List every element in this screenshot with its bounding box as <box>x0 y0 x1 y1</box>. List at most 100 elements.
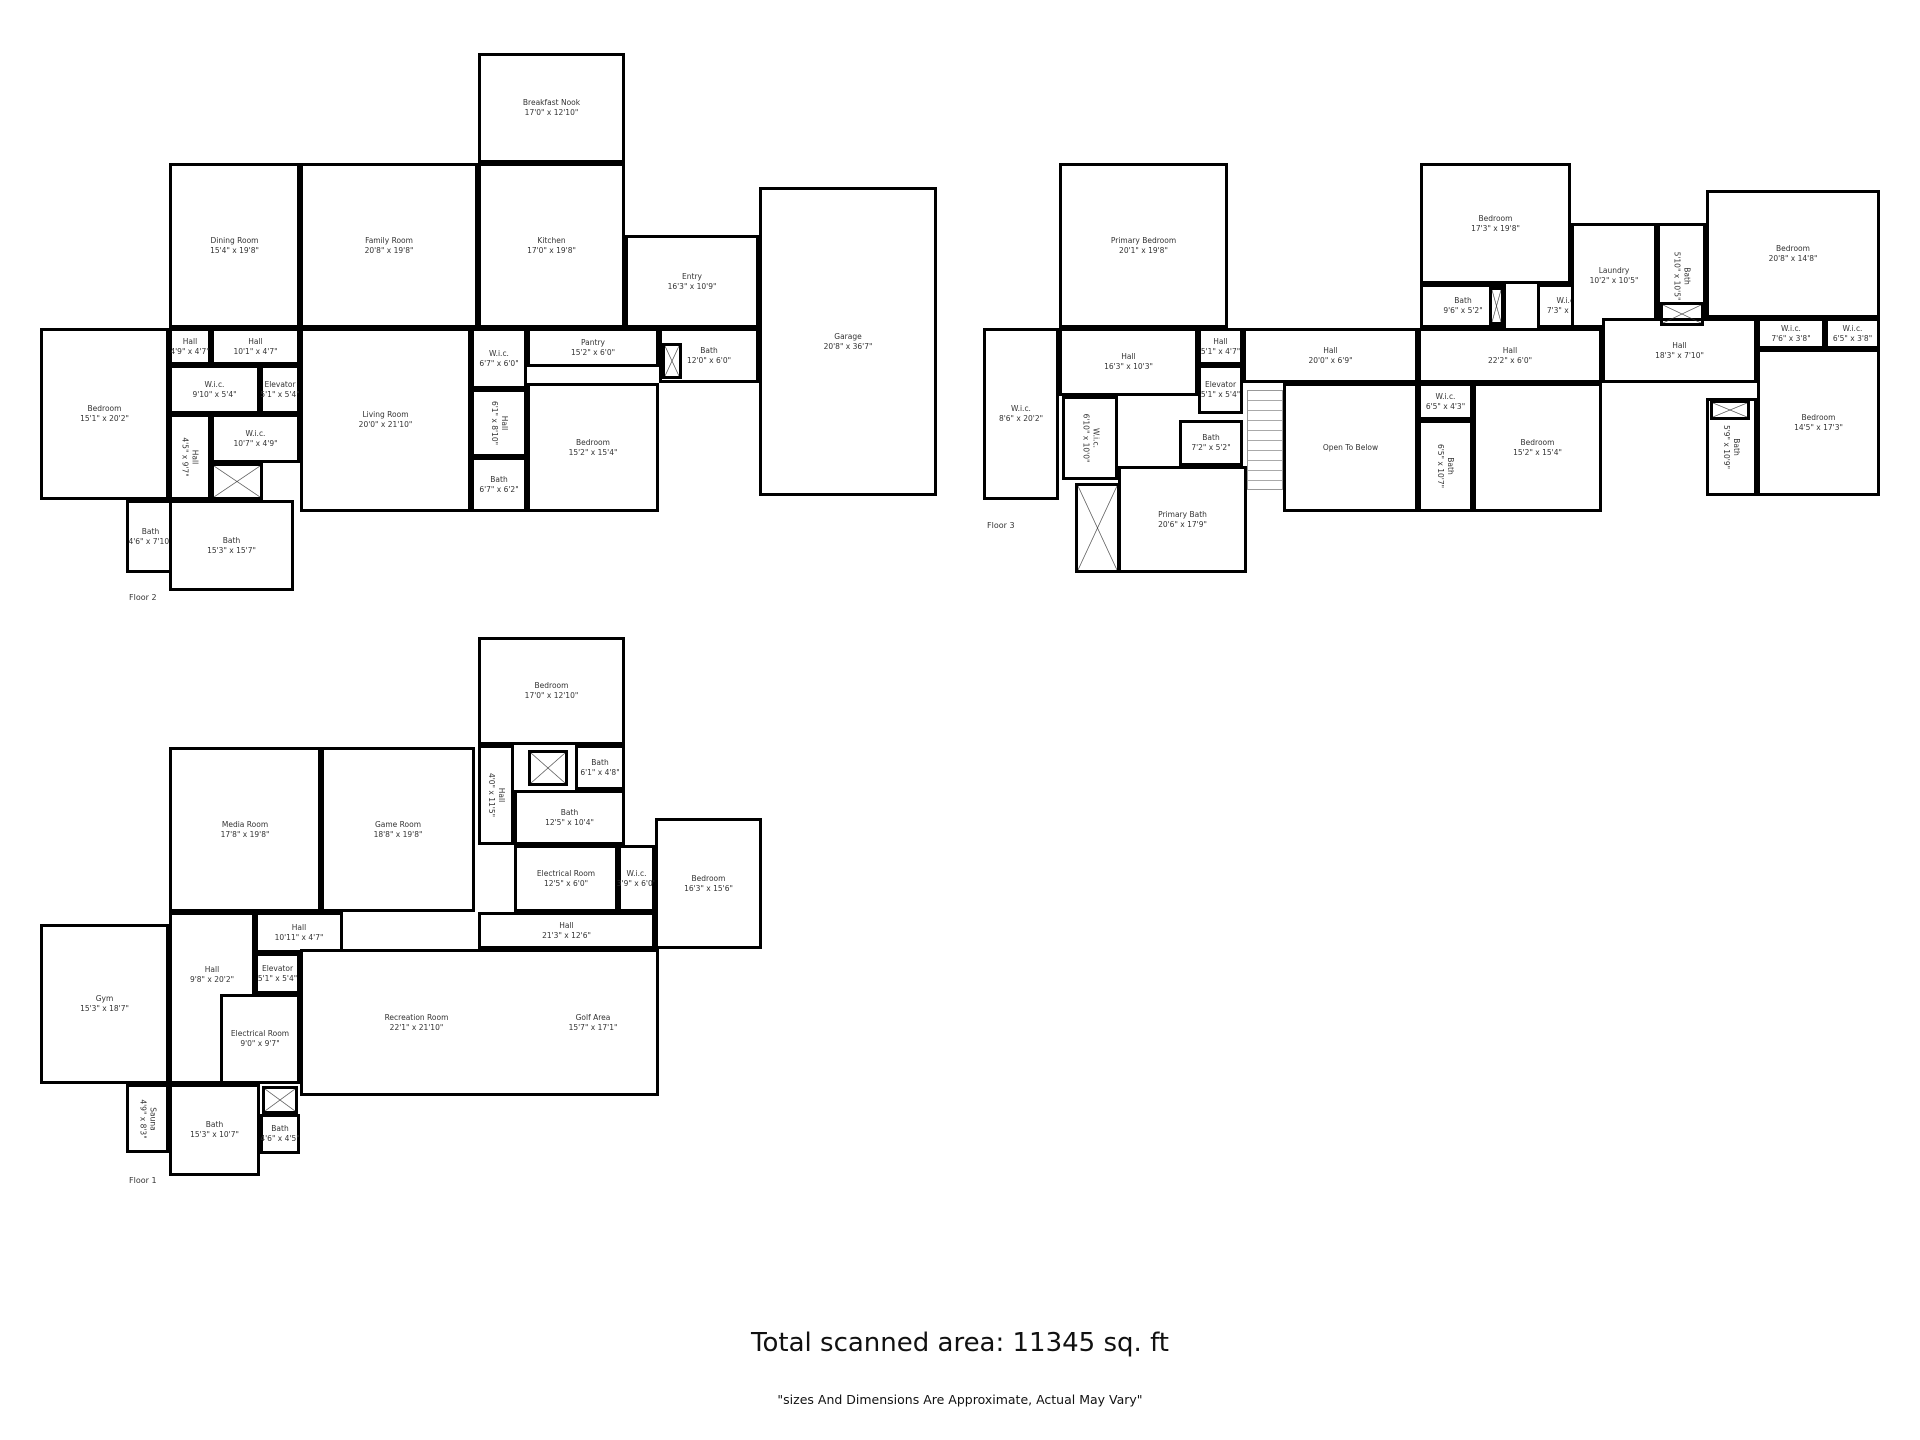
room-name: Bedroom <box>1478 213 1513 223</box>
room-dimensions: 15'1" x 20'2" <box>80 414 129 423</box>
room-name: Family Room <box>365 235 413 245</box>
room-dimensions: 15'2" x 6'0" <box>570 347 616 357</box>
room-dimensions: 8'6" x 20'2" <box>998 414 1044 423</box>
room-name: W.i.c. <box>1556 296 1577 305</box>
room-dimensions: 20'8" x 19'8" <box>364 245 414 255</box>
room-name: W.i.c. <box>1011 404 1031 413</box>
room-w-i-c: W.i.c.6'5" x 3'8" <box>1825 318 1880 349</box>
room-name: Bedroom <box>1520 437 1555 447</box>
room-dimensions: 12'0" x 6'0" <box>686 355 732 365</box>
room-name: Bedroom <box>87 404 122 413</box>
shower-icon <box>1660 302 1704 326</box>
room-name: W.i.c. <box>626 868 647 878</box>
room-dimensions: 22'1" x 21'10" <box>389 1022 444 1032</box>
room-dimensions: 12'5" x 6'0" <box>543 878 589 888</box>
room-name: Bath <box>271 1124 289 1133</box>
room-name: Open To Below <box>1322 442 1379 452</box>
room-dimensions: 5'1" x 5'4" <box>257 973 298 983</box>
room-name: W.i.c. <box>245 428 266 438</box>
room-dimensions: 15'3" x 10'7" <box>190 1130 239 1139</box>
room-name: W.i.c. <box>204 379 225 389</box>
room-dimensions: 7'3" x 5'2" <box>1546 306 1587 315</box>
shower-icon <box>1710 400 1750 420</box>
room-name: Bath <box>700 345 718 355</box>
room-name: Primary Bath <box>1158 509 1207 519</box>
room-name: Bath <box>1454 296 1472 305</box>
room-dimensions: 17'3" x 19'8" <box>1471 223 1520 233</box>
room-name: Hall <box>559 920 574 930</box>
room-name: Bedroom <box>576 437 610 447</box>
room-dimensions: 5'1" x 4'7" <box>1200 346 1241 356</box>
room-label: W.i.c.10'7" x 4'9" <box>233 429 277 449</box>
floor-label: Floor 2 <box>129 593 157 602</box>
room-dimensions: 5'1" x 5'4" <box>1200 389 1241 399</box>
room-dimensions: 9'8" x 20'2" <box>189 975 235 984</box>
room-name: Kitchen <box>537 235 566 245</box>
room-dimensions: 6'1" x 4'8" <box>580 767 620 777</box>
room-name: Primary Bedroom <box>1110 235 1177 245</box>
room-name: Hall <box>1121 352 1136 361</box>
room-name: Breakfast Nook <box>522 98 581 107</box>
room-dimensions: 7'6" x 3'8" <box>1771 333 1811 343</box>
shower-icon <box>1075 483 1120 573</box>
room-name: Bath <box>205 1120 224 1129</box>
room-dimensions: 10'7" x 4'9" <box>233 438 278 448</box>
room-dimensions: 16'3" x 10'3" <box>1104 362 1153 371</box>
room-dimensions: 15'2" x 15'4" <box>568 447 618 457</box>
room-label: W.i.c.7'3" x 5'2" <box>1547 296 1586 316</box>
room-dimensions: 4'0" x 11'5" <box>487 772 496 818</box>
room-dimensions: 14'5" x 17'3" <box>1794 422 1843 432</box>
total-area: Total scanned area: 11345 sq. ft <box>751 1328 1169 1358</box>
room-label: Open To Below <box>1323 443 1378 453</box>
room-name: W.i.c. <box>1781 323 1801 333</box>
room-name: Gym <box>95 994 114 1003</box>
room-name: Golf Area <box>575 1012 611 1022</box>
room-w-i-c: W.i.c.7'6" x 3'8" <box>1757 318 1825 349</box>
room-dimensions: 20'6" x 17'9" <box>1158 519 1207 529</box>
room-name: Media Room <box>221 819 269 829</box>
room-name: Hall <box>1323 345 1338 355</box>
shower-icon <box>211 463 263 500</box>
room-label: W.i.c.3'9" x 6'0" <box>617 869 656 889</box>
room-name: Hall <box>182 336 198 346</box>
room-dimensions: 7'2" x 5'2" <box>1191 443 1231 452</box>
